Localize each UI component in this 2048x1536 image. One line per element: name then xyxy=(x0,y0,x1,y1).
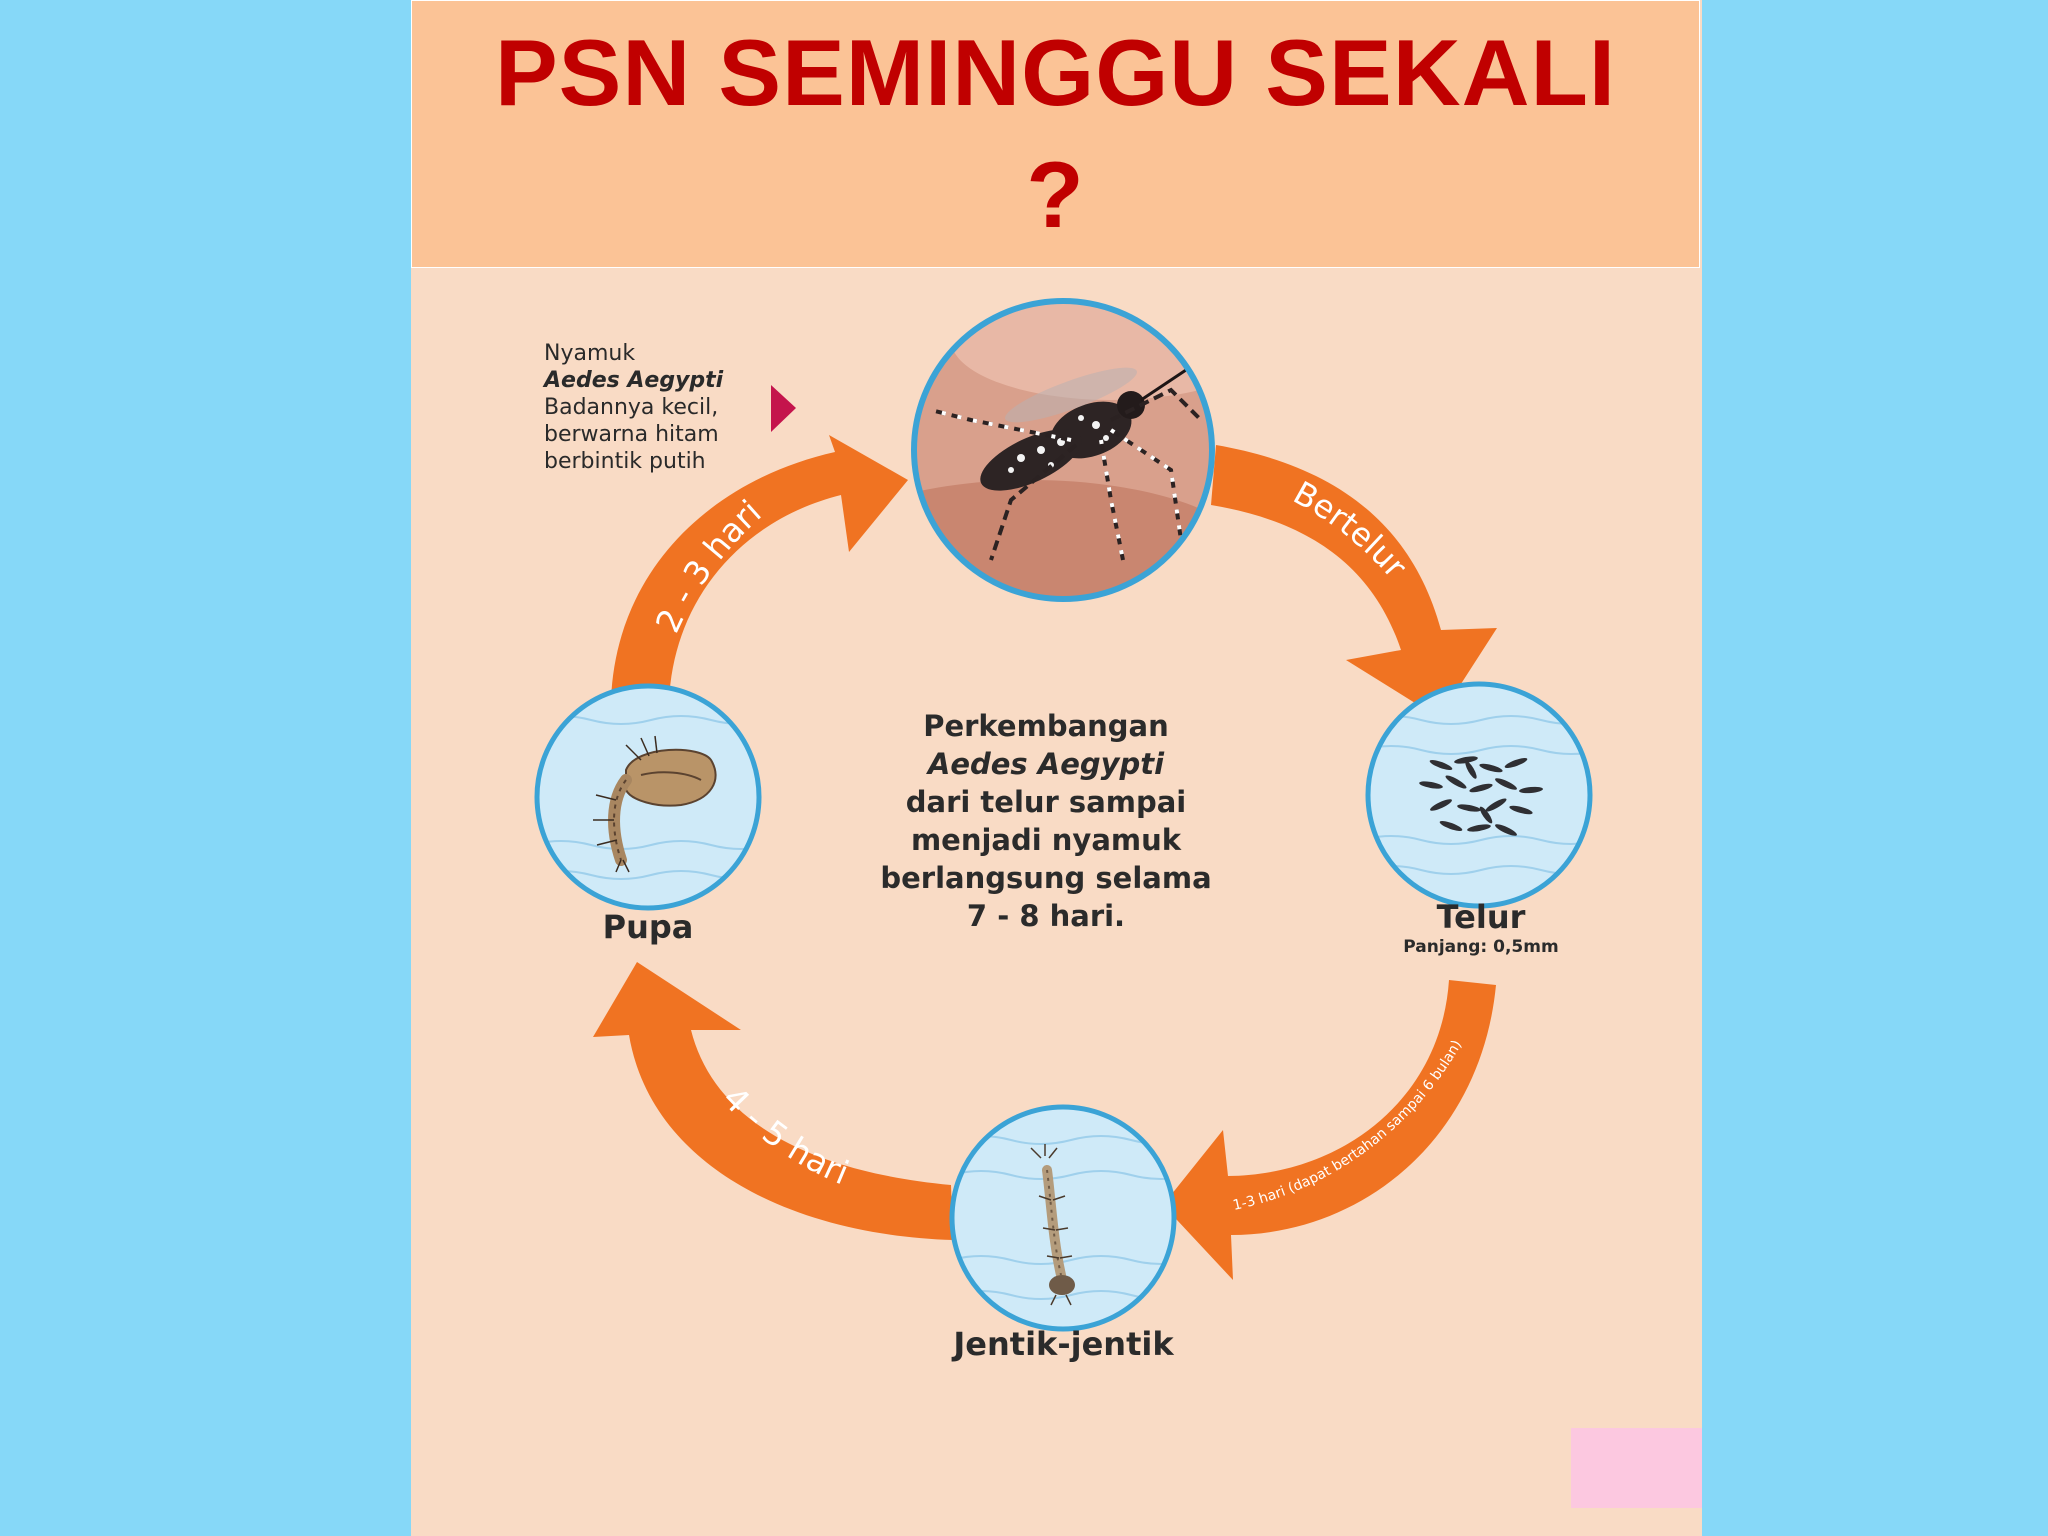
note-line-2: Aedes Aegypti xyxy=(544,368,724,393)
center-line-2: Aedes Aegypti xyxy=(927,747,1165,781)
note-line-5: berbintik putih xyxy=(544,449,706,474)
note-line-3: Badannya kecil, xyxy=(544,395,719,420)
title-box: PSN SEMINGGU SEKALI ? xyxy=(411,0,1700,268)
center-line-3: dari telur sampai xyxy=(905,785,1187,819)
center-description: Perkembangan Aedes Aegypti dari telur sa… xyxy=(841,707,1251,935)
stage-label-pupa: Pupa xyxy=(602,908,694,946)
adult-mosquito-image xyxy=(911,298,1215,602)
center-line-6: 7 - 8 hari. xyxy=(966,899,1126,933)
mosquito-note: Nyamuk Aedes Aegypti Badannya kecil, ber… xyxy=(544,340,784,475)
arrow-pupa-nyamuk xyxy=(611,435,908,702)
title-line-1: PSN SEMINGGU SEKALI xyxy=(494,20,1617,125)
note-line-1: Nyamuk xyxy=(544,341,636,366)
stage-label-jentik: Jentik-jentik xyxy=(953,1325,1174,1363)
larva-icon xyxy=(1030,1144,1075,1306)
pupa-icon xyxy=(593,735,717,873)
corner-block xyxy=(1571,1428,1702,1508)
center-line-1: Perkembangan xyxy=(923,709,1169,743)
center-line-4: menjadi nyamuk xyxy=(910,823,1182,857)
arrow-telur-jentik xyxy=(1163,980,1496,1280)
arrow-bertelur xyxy=(1211,445,1497,718)
title-line-2: ? xyxy=(1026,142,1085,247)
slide: PSN SEMINGGU SEKALI ? xyxy=(411,0,1702,1536)
stage-label-telur: Telur xyxy=(1436,898,1526,936)
arrow-jentik-pupa xyxy=(593,962,953,1240)
jentik-image xyxy=(949,1104,1177,1332)
stage-sublabel-telur: Panjang: 0,5mm xyxy=(1403,937,1559,957)
note-pointer-icon xyxy=(771,385,796,432)
center-line-5: berlangsung selama xyxy=(880,861,1212,895)
pupa-image xyxy=(534,683,762,911)
telur-image xyxy=(1365,681,1593,909)
lifecycle-diagram: Bertelur 2 - 3 hari 4 - 5 hari 1-3 hari … xyxy=(534,298,1593,1332)
note-line-4: berwarna hitam xyxy=(544,422,719,447)
